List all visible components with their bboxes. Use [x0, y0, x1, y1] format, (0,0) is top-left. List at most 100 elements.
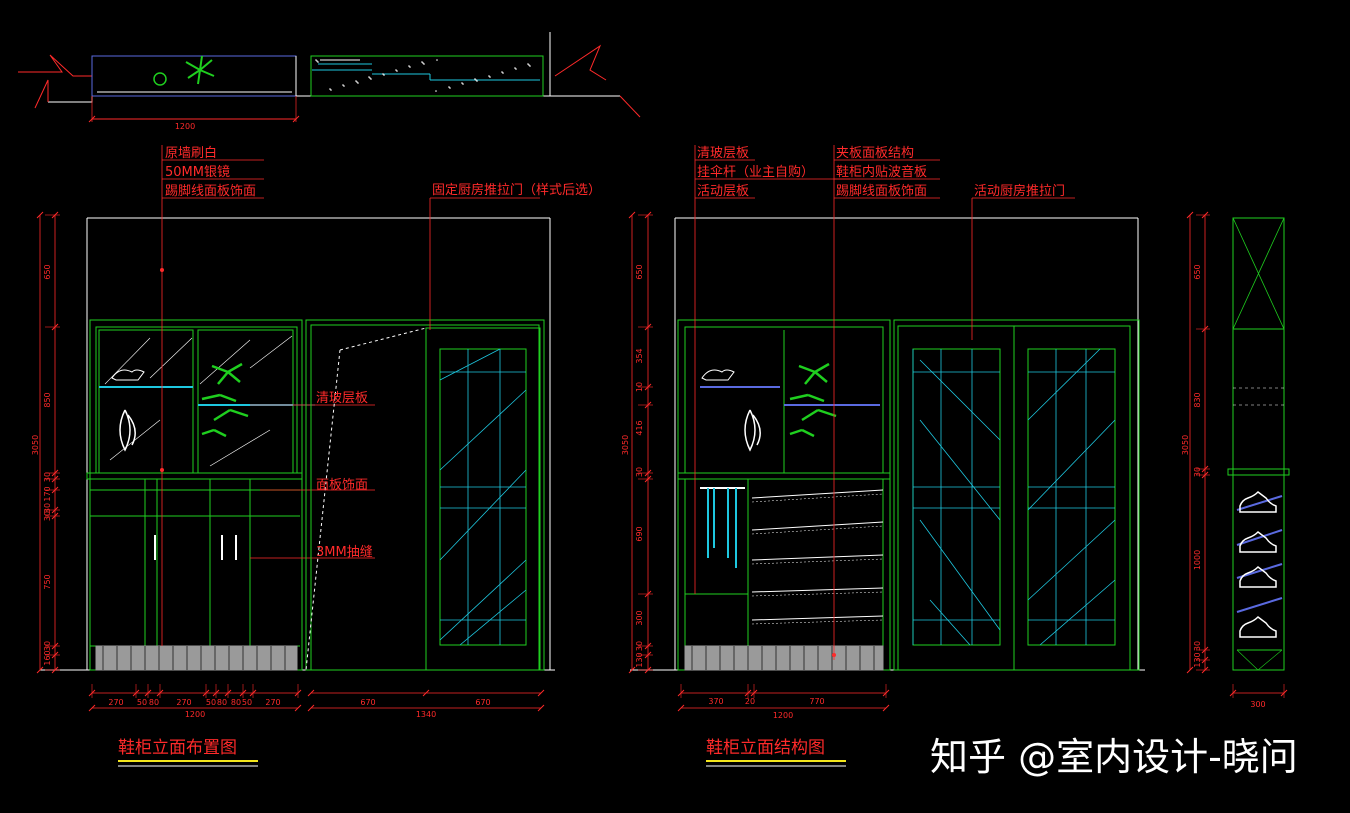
- speckle: [355, 80, 357, 82]
- speckle: [435, 90, 437, 92]
- vdim: 3050: [1181, 435, 1190, 455]
- total-dim: 1200: [185, 710, 205, 719]
- plant-icon: [201, 362, 249, 438]
- line: [628, 666, 636, 674]
- line: [1027, 419, 1116, 511]
- speckle: [436, 59, 438, 61]
- speckle: [529, 65, 531, 67]
- line: [677, 704, 685, 712]
- vdim: 160: [43, 650, 52, 665]
- vdim: 650: [43, 264, 52, 279]
- speckle: [501, 71, 503, 73]
- speckle: [316, 60, 318, 62]
- vdim: 30: [43, 511, 52, 521]
- line: [104, 337, 151, 385]
- line: [439, 389, 527, 471]
- plan-view: [18, 32, 641, 123]
- line: [249, 335, 293, 369]
- speckle: [317, 61, 319, 63]
- break-line: [619, 95, 641, 118]
- line: [882, 704, 890, 712]
- shoe-icon: [1239, 491, 1277, 513]
- line: [1236, 597, 1283, 613]
- line: [1027, 519, 1116, 601]
- line: [459, 589, 527, 646]
- speckle: [461, 82, 463, 84]
- vdim: 130: [1193, 652, 1202, 667]
- line: [751, 554, 884, 561]
- speckle: [502, 72, 504, 74]
- line: [439, 559, 527, 641]
- speckle: [514, 67, 516, 69]
- vdim: 850: [43, 392, 52, 407]
- shoe-icon: [1239, 566, 1277, 588]
- hdim: 270: [176, 698, 191, 707]
- line: [209, 429, 271, 467]
- line: [1039, 579, 1116, 646]
- left-vertical-dims: 650 850 3050 30 170 30 30 750 160 30: [31, 264, 52, 665]
- speckle: [342, 84, 344, 86]
- plant-icon: [153, 72, 167, 86]
- cabinet-counter: [86, 472, 303, 480]
- line: [751, 521, 884, 531]
- hdim: 50: [137, 698, 147, 707]
- right-vertical-dims: 650 354 10 3050 416 30 690 300 130 30: [621, 264, 644, 667]
- hdim: 50: [206, 698, 216, 707]
- line: [537, 704, 545, 712]
- vdim: 354: [635, 348, 644, 363]
- right-elevation: [628, 145, 1145, 767]
- hdim: 370: [708, 697, 723, 706]
- line: [199, 339, 251, 385]
- left-elevation-title: 鞋柜立面布置图: [118, 738, 237, 758]
- right-horizontal-dims: 370 20 770 1200: [708, 697, 824, 720]
- vdim: 30: [1193, 641, 1202, 651]
- plant-icon: [185, 55, 215, 85]
- line: [1236, 529, 1283, 546]
- line: [439, 469, 527, 561]
- speckle: [462, 83, 464, 85]
- line: [149, 337, 193, 379]
- speckle: [476, 80, 478, 82]
- line: [307, 689, 315, 697]
- kitchen-door-plan: [310, 55, 544, 97]
- side-view-dims: 650 830 3050 30 1000 130 30 300: [1181, 264, 1266, 709]
- vdim: 30: [43, 503, 52, 513]
- speckle: [343, 85, 345, 87]
- vdim: 750: [43, 574, 52, 589]
- line: [88, 704, 96, 712]
- speckle: [330, 89, 332, 91]
- label-sound-board: 鞋柜内贴波音板: [836, 164, 927, 180]
- line: [36, 211, 44, 219]
- line: [751, 525, 884, 535]
- line: [751, 591, 884, 597]
- label-kick-panel-right: 踢脚线面板饰面: [836, 183, 927, 199]
- speckle: [489, 76, 491, 78]
- vdim: 3050: [31, 435, 40, 455]
- speckle: [357, 82, 359, 84]
- speckle: [329, 88, 331, 90]
- vdim: 416: [635, 420, 644, 435]
- speckle: [368, 76, 370, 78]
- line: [751, 587, 884, 593]
- vdim: 650: [635, 264, 644, 279]
- shoe-icon: [1239, 616, 1277, 638]
- vdim: 30: [43, 472, 52, 482]
- speckle: [369, 77, 371, 79]
- left-horizontal-dims: 270 50 80 270 50 80 80 50 270 670 670 12…: [108, 698, 490, 719]
- fixed-door-left: [425, 327, 541, 671]
- speckle: [396, 70, 398, 72]
- leader-dot: [832, 653, 836, 657]
- speckle: [474, 78, 476, 80]
- label-wall-paint: 原墙刷白: [165, 145, 217, 161]
- line: [1236, 495, 1283, 511]
- line: [929, 599, 971, 646]
- vdim: 130: [635, 652, 644, 667]
- label-sandwich-panel: 夹板面板结构: [836, 146, 914, 161]
- watermark: 知乎 @室内设计-晓问: [930, 735, 1298, 779]
- speckle: [515, 68, 517, 70]
- speckle: [408, 65, 410, 67]
- speckle: [475, 79, 477, 81]
- vdim: 30: [1193, 467, 1202, 477]
- line: [751, 558, 884, 565]
- side-view: [1186, 211, 1290, 698]
